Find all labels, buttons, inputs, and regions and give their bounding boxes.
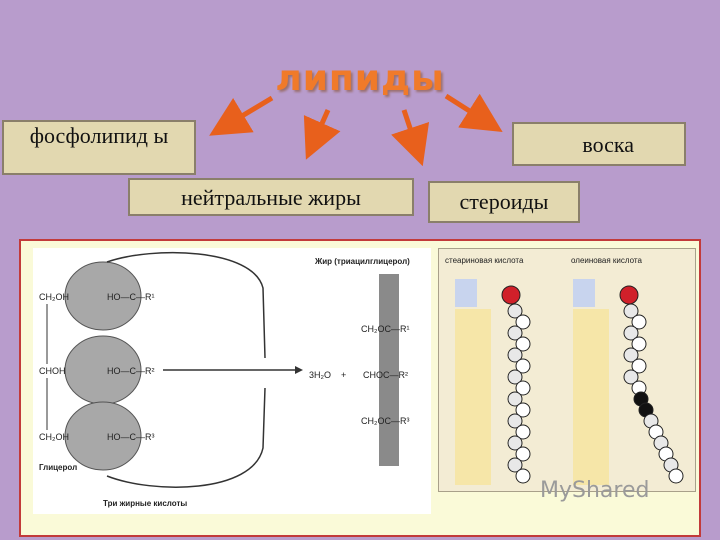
carbon-atom xyxy=(515,358,531,374)
oleic-acid-label: олеиновая кислота xyxy=(571,256,642,265)
glycerol-group-1: CH₂OH xyxy=(39,292,69,302)
plus-sign: + xyxy=(341,370,346,380)
carbon-atom xyxy=(515,446,531,462)
carbon-atom xyxy=(631,358,647,374)
product-group-3: CH₂OC—R³ xyxy=(361,416,410,426)
glycerol-group-3: CH₂OH xyxy=(39,432,69,442)
stearic-acid-label: стеариновая кислота xyxy=(445,256,524,265)
carbon-atom xyxy=(507,369,523,385)
fatty-acid-models-svg: стеариновая кислота олеиновая кислота xyxy=(445,256,684,485)
carbon-atom xyxy=(507,413,523,429)
carbon-atom xyxy=(507,391,523,407)
product-group-1: CH₂OC—R¹ xyxy=(361,324,410,334)
acid-group-2: HO—C—R² xyxy=(107,366,155,376)
arrow-to-steroids xyxy=(391,109,430,167)
carbon-atom xyxy=(515,380,531,396)
carbon-atom xyxy=(515,402,531,418)
fat-label: Жир (триацилглицерол) xyxy=(314,257,410,266)
glycerol-ellipse-3 xyxy=(64,401,142,471)
triglyceride-diagram: CH₂OH CHOH CH₂OH HO—C—R¹ HO—C—R² HO—C—R³… xyxy=(33,248,431,514)
triglyceride-svg: CH₂OH CHOH CH₂OH HO—C—R¹ HO—C—R² HO—C—R³… xyxy=(39,251,410,508)
oleic-space-filling-model xyxy=(619,285,684,484)
arrow-to-waxes xyxy=(444,93,503,133)
glycerol-group-2: CHOH xyxy=(39,366,66,376)
acid-group-3: HO—C—R³ xyxy=(107,432,155,442)
reaction-curve-bottom xyxy=(106,387,266,488)
oxygen-atom xyxy=(501,285,521,305)
carbon-atom xyxy=(623,347,639,363)
acid-group-1: HO—C—R¹ xyxy=(107,292,155,302)
carbon-atom xyxy=(507,325,523,341)
carbon-atom xyxy=(623,369,639,385)
carbon-atom xyxy=(507,347,523,363)
fatty-acids-label: Три жирные кислоты xyxy=(103,499,187,508)
carbon-atom xyxy=(507,457,523,473)
phospholipids-box: фосфолипид ы xyxy=(2,120,196,175)
carbon-atom xyxy=(515,424,531,440)
carbon-atom xyxy=(631,314,647,330)
watermark: MyShared xyxy=(540,478,650,503)
stearic-space-filling-model xyxy=(501,285,531,484)
arrow-to-neutral-fats xyxy=(303,108,341,160)
water-label: 3H₂O xyxy=(309,370,331,380)
waxes-box: воска xyxy=(512,122,686,166)
arrow-to-phospholipids xyxy=(209,95,274,136)
carbon-atom xyxy=(507,303,523,319)
product-group-2: CHOC—R² xyxy=(363,370,408,380)
carbon-atom xyxy=(515,336,531,352)
carbon-atom xyxy=(623,325,639,341)
oxygen-atom xyxy=(619,285,639,305)
glycerol-ellipse-1 xyxy=(64,261,142,331)
neutral-fats-box: нейтральные жиры xyxy=(128,178,414,216)
fat-backbone-bar xyxy=(379,274,399,466)
fatty-acid-models: стеариновая кислота олеиновая кислота xyxy=(438,248,696,492)
steroids-box: стероиды xyxy=(428,181,580,223)
carbon-atom xyxy=(507,435,523,451)
reaction-curve-top xyxy=(106,251,266,359)
slide-title: липиды xyxy=(275,58,445,99)
glycerol-label: Глицерол xyxy=(39,463,77,472)
carbon-atom xyxy=(631,336,647,352)
carbon-atom xyxy=(515,314,531,330)
carbon-atom xyxy=(623,303,639,319)
carbon-atom xyxy=(515,468,531,484)
carbon-atom xyxy=(668,468,684,484)
